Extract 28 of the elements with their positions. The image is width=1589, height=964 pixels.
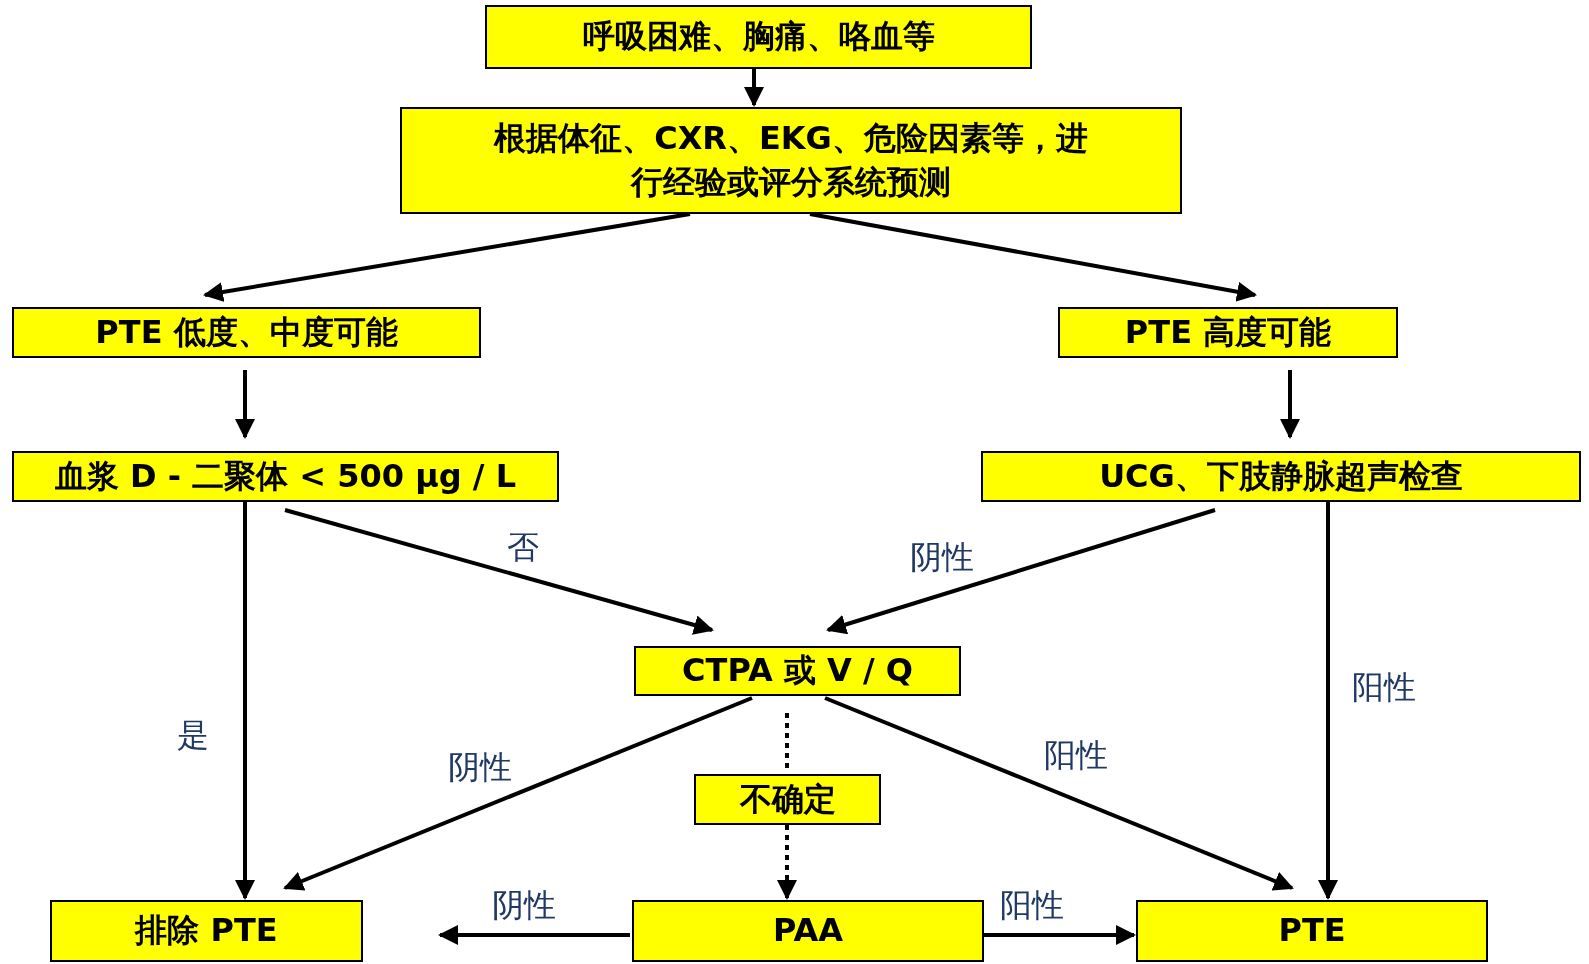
edge-label: 阳性 (1042, 738, 1110, 774)
arrow (1318, 502, 1338, 900)
process-box: CTPA 或 V / Q (634, 646, 961, 696)
process-box: UCG、下肢静脉超声检查 (981, 451, 1581, 502)
arrow (203, 212, 691, 302)
process-box: PTE 低度、中度可能 (12, 307, 481, 358)
process-box: 根据体征、CXR、EKG、危险因素等，进行经验或评分系统预测 (400, 107, 1182, 214)
edge-label: 阳性 (1350, 670, 1418, 706)
arrow (438, 925, 630, 945)
dashed-arrow (777, 825, 797, 900)
arrow (235, 370, 255, 439)
process-box: 呼吸困难、胸痛、咯血等 (485, 5, 1032, 69)
process-box: 排除 PTE (50, 900, 363, 962)
process-box: PAA (632, 900, 984, 962)
edge-label: 阳性 (998, 888, 1066, 924)
arrow (284, 508, 714, 635)
arrow (235, 502, 255, 900)
process-box: 不确定 (694, 774, 881, 825)
arrow (283, 696, 753, 891)
arrow (826, 508, 1216, 635)
process-box: PTE (1136, 900, 1488, 962)
arrow (984, 925, 1136, 945)
process-box: 血浆 D - 二聚体 < 500 μg / L (12, 451, 559, 502)
arrow (809, 212, 1257, 302)
process-box: PTE 高度可能 (1058, 307, 1398, 358)
arrow (744, 69, 764, 107)
arrow (824, 696, 1294, 891)
arrow (1280, 370, 1300, 439)
